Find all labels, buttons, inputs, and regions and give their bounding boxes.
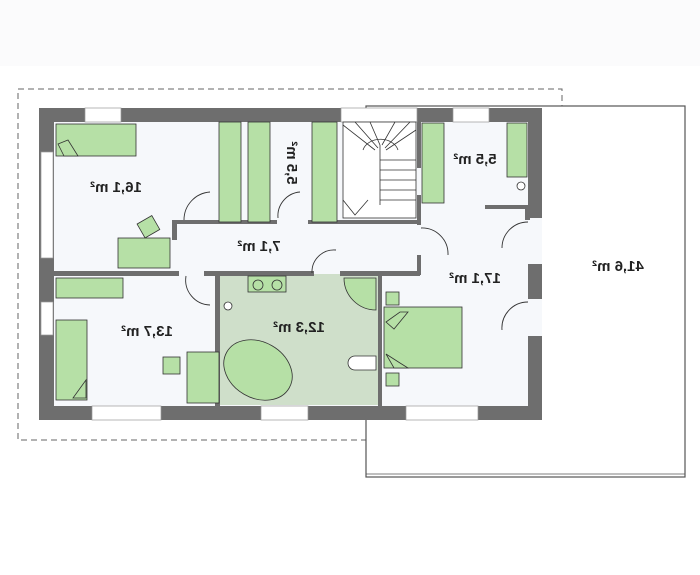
area-label-bathroom: 12,3 m² (273, 319, 325, 336)
area-label-bedroom-1: 16,1 m² (90, 179, 142, 196)
doors (183, 191, 529, 331)
windows (40, 107, 490, 421)
area-label-dressing-room: 5,5 m² (453, 151, 496, 168)
area-label-closet: 5,5 m² (283, 141, 300, 184)
area-label-hallway: 7,1 m² (237, 238, 280, 255)
desks (117, 215, 220, 404)
roof-outline (17, 88, 563, 441)
area-label-bedroom-2: 13,7 m² (121, 323, 173, 340)
room-labels: 16,1 m² 7,1 m² 5,5 m² 5,5 m² 17,1 m² 13,… (90, 141, 644, 340)
area-label-terrace: 41,6 m² (592, 258, 644, 275)
area-label-master-bedroom: 17,1 m² (449, 270, 501, 287)
bathroom-fixtures (223, 181, 526, 401)
top-band (0, 0, 700, 66)
staircase (342, 121, 417, 219)
inner-walls (39, 108, 530, 406)
beds (55, 123, 463, 401)
wardrobes (55, 121, 528, 299)
